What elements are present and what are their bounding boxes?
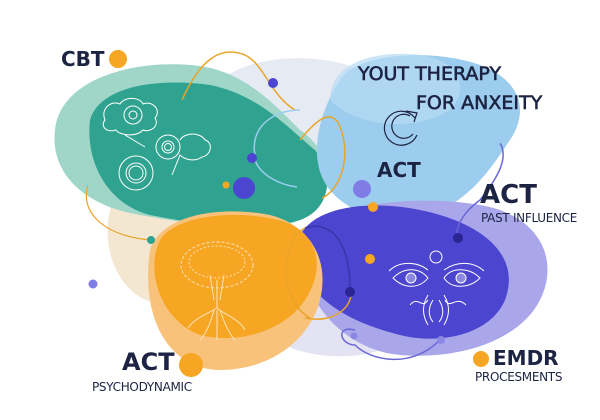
cbt-blob: [89, 82, 327, 227]
cycle-arrow-icon: [383, 110, 418, 146]
cbt-label: CBT: [61, 47, 105, 71]
act-psycho-label: ACT: [122, 348, 175, 376]
dot: [233, 177, 255, 199]
dot: [353, 180, 371, 198]
dot: [368, 202, 378, 212]
act-blob-top: [330, 53, 460, 124]
dot: [493, 134, 503, 144]
page-title-line1: YOUT THERAPY: [358, 63, 502, 86]
dot: [179, 353, 203, 377]
dot: [473, 351, 489, 367]
emdr-subtitle: PROCESMENTS: [475, 370, 563, 384]
connector-line: [304, 225, 351, 291]
connector-line: [299, 116, 346, 199]
connector-line: [456, 139, 504, 238]
act-psycho-subtitle: PSYCHODYNAMIC: [92, 380, 192, 394]
dot: [365, 254, 375, 264]
dot: [247, 153, 257, 163]
dot: [453, 233, 463, 243]
gears-thought-bubbles-icon: [102, 97, 211, 191]
dot: [268, 78, 278, 88]
dot: [88, 279, 98, 289]
act-center-label: ACT: [377, 158, 421, 182]
connector-line: [85, 184, 151, 241]
dot: [222, 181, 230, 189]
connector-line: [181, 51, 296, 111]
dot: [147, 236, 155, 244]
connector-line: [253, 109, 301, 188]
dot: [350, 332, 358, 340]
tree-roots-icon: [180, 241, 254, 341]
eyes-sound-waves-icon: [388, 250, 485, 326]
connector-line: [341, 328, 441, 361]
dot: [109, 50, 127, 68]
dot: [437, 336, 445, 344]
act-past-subtitle: PAST INFLUENCE: [481, 211, 578, 225]
emdr-label: EMDR: [493, 346, 559, 370]
psycho-blob: [154, 214, 317, 339]
dot: [345, 287, 355, 297]
act-past-label: ACT: [480, 180, 537, 210]
page-title-line2: FOR ANXEITY: [416, 92, 543, 115]
